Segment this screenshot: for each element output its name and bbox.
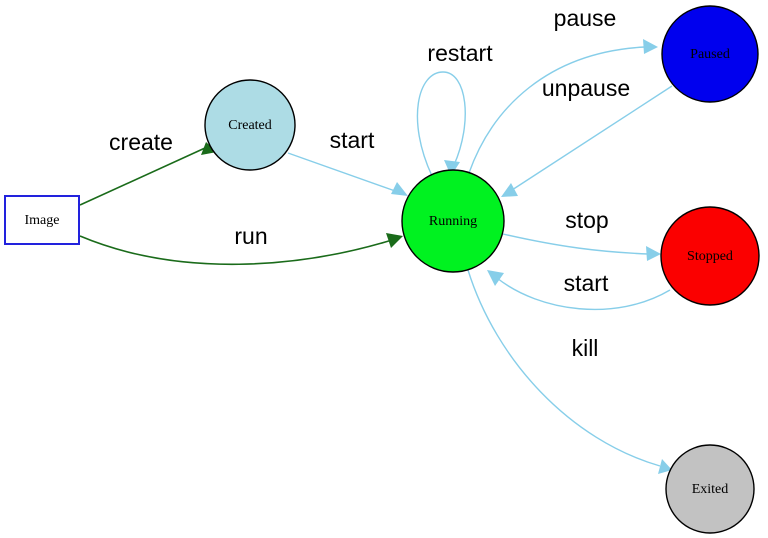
node-running-label: Running [429, 214, 477, 229]
edge-start-created-path [287, 152, 399, 193]
edge-pause-path [468, 46, 646, 174]
node-paused-label: Paused [690, 47, 730, 62]
edge-restart[interactable] [416, 71, 466, 177]
edge-unpause[interactable] [501, 85, 673, 197]
edge-label-start-stopped: start [564, 270, 609, 296]
node-created-circle [204, 79, 296, 171]
edge-run[interactable] [79, 233, 403, 266]
node-running[interactable]: Running [401, 169, 505, 273]
edge-start-stopped-path [496, 277, 671, 311]
edge-kill-arrowhead [658, 459, 672, 474]
edge-create-path [79, 147, 206, 206]
node-exited-circle [665, 444, 755, 534]
edge-pause-arrowhead [643, 39, 658, 54]
node-image-rect [4, 195, 80, 245]
edge-kill-path [467, 269, 661, 467]
node-paused-circle [661, 5, 759, 103]
edge-unpause-arrowhead [501, 183, 518, 197]
edge-stop[interactable] [502, 233, 661, 261]
node-stopped-label: Stopped [687, 249, 733, 264]
edge-start-stopped[interactable] [487, 270, 671, 311]
edge-label-stop: stop [565, 207, 608, 233]
edge-stop-path [502, 233, 649, 255]
node-running-circle [401, 169, 505, 273]
edge-label-unpause: unpause [542, 75, 630, 101]
edge-label-pause: pause [554, 5, 617, 31]
edge-stop-arrowhead [646, 246, 661, 261]
edge-label-kill: kill [572, 335, 599, 361]
node-exited[interactable]: Exited [665, 444, 755, 534]
edge-run-arrowhead [386, 233, 403, 248]
node-created[interactable]: Created [204, 79, 296, 171]
node-exited-label: Exited [692, 482, 729, 497]
edge-start-stopped-arrowhead [487, 270, 504, 286]
edge-label-run: run [234, 223, 267, 249]
edge-label-start-created: start [330, 127, 375, 153]
node-stopped-circle [660, 206, 760, 306]
edge-run-path [79, 235, 393, 266]
node-image[interactable]: Image [4, 195, 80, 245]
edge-restart-path [416, 71, 466, 177]
edge-unpause-path [511, 85, 673, 191]
node-image-label: Image [25, 213, 60, 228]
node-created-label: Created [228, 118, 272, 133]
edge-restart-arrowhead [444, 160, 460, 176]
edge-pause[interactable] [468, 39, 658, 174]
edge-label-create: create [109, 129, 173, 155]
edge-label-restart: restart [427, 40, 493, 66]
edge-kill[interactable] [467, 269, 672, 474]
node-stopped[interactable]: Stopped [660, 206, 760, 306]
node-paused[interactable]: Paused [661, 5, 759, 103]
edge-start-created[interactable] [287, 152, 408, 196]
edge-start-created-arrowhead [391, 182, 408, 196]
